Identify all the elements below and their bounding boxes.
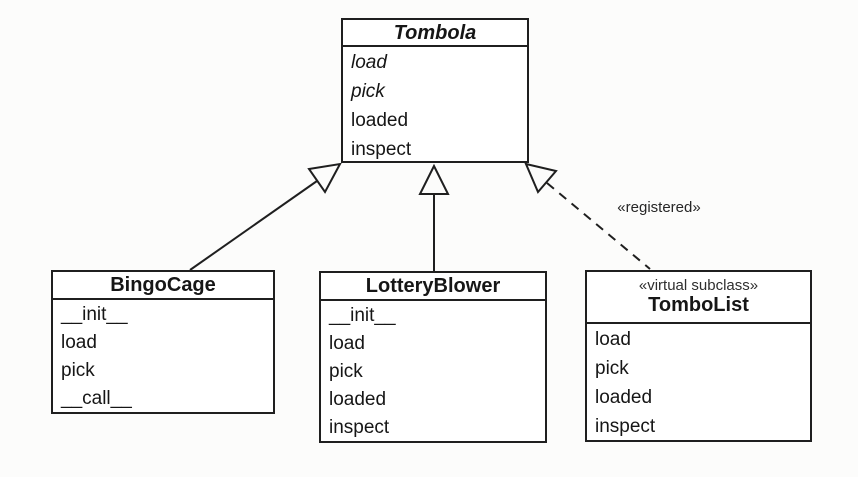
registered-relation-label: «registered» <box>617 199 701 216</box>
class-name: BingoCage <box>110 274 216 296</box>
method-list-bingocage: __init__ load pick __call__ <box>53 300 273 413</box>
class-stereotype: «virtual subclass» <box>638 276 759 294</box>
class-box-tombolist: «virtual subclass» TomboList load pick l… <box>585 270 812 442</box>
registered-dashed-line-tombolist <box>546 182 651 270</box>
class-title-bingocage: BingoCage <box>53 272 273 300</box>
class-box-tombola: Tombola load pick loaded inspect <box>341 18 529 163</box>
method-list-tombola: load pick loaded inspect <box>343 47 527 164</box>
method-item: __init__ <box>61 304 128 325</box>
class-title-tombolist: «virtual subclass» TomboList <box>587 272 810 324</box>
generalization-arrowhead-bingocage <box>307 162 342 194</box>
generalization-line-bingocage <box>189 180 318 271</box>
method-item: inspect <box>329 417 390 438</box>
generalization-arrowhead-lotteryblower <box>418 163 450 195</box>
class-title-lotteryblower: LotteryBlower <box>321 273 545 301</box>
class-name: Tombola <box>393 21 477 44</box>
method-list-lotteryblower: __init__ load pick loaded inspect <box>321 301 545 442</box>
method-item: loaded <box>329 389 387 410</box>
method-item: load <box>61 332 97 353</box>
method-list-tombolist: load pick loaded inspect <box>587 324 810 441</box>
class-name: LotteryBlower <box>365 275 501 297</box>
class-name: TomboList <box>648 294 749 317</box>
method-item: load <box>595 329 631 350</box>
method-item: load <box>329 333 365 354</box>
class-box-lotteryblower: LotteryBlower __init__ load pick loaded … <box>319 271 547 443</box>
method-item: inspect <box>351 139 412 160</box>
method-item: pick <box>351 81 385 102</box>
method-item: load <box>351 52 387 73</box>
method-item: pick <box>595 358 629 379</box>
class-title-tombola: Tombola <box>343 20 527 47</box>
method-item: __init__ <box>329 305 396 326</box>
method-item: pick <box>61 360 95 381</box>
method-item: pick <box>329 361 363 382</box>
method-item: inspect <box>595 416 656 437</box>
generalization-arrowhead-tombolist <box>524 162 558 194</box>
method-item: loaded <box>595 387 653 408</box>
method-item: __call__ <box>61 388 132 409</box>
class-box-bingocage: BingoCage __init__ load pick __call__ <box>51 270 275 414</box>
method-item: loaded <box>351 110 409 131</box>
